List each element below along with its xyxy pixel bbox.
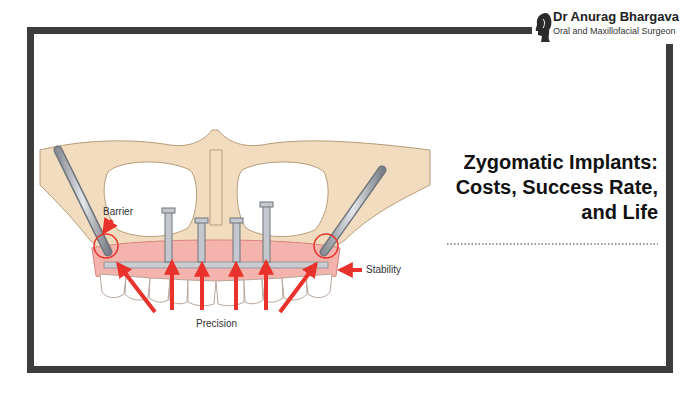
part-label: Precision (196, 318, 237, 329)
maxilla-bone (40, 130, 430, 262)
barrier-circle (94, 234, 338, 258)
force-arrow (104, 220, 362, 312)
dotted-rule (447, 243, 658, 244)
logo-subtitle: Oral and Maxillofacial Surgeon (553, 26, 676, 36)
part-label: Stability (366, 264, 401, 275)
dental-implant (162, 202, 273, 262)
page-title: Zygomatic Implants: Costs, Success Rate,… (420, 150, 658, 225)
part-label: Barrier (103, 206, 133, 217)
logo-icon (536, 13, 552, 42)
frame (27, 27, 673, 373)
logo-name: Dr Anurag Bhargava (553, 9, 679, 24)
prosthesis-bar (104, 262, 328, 268)
